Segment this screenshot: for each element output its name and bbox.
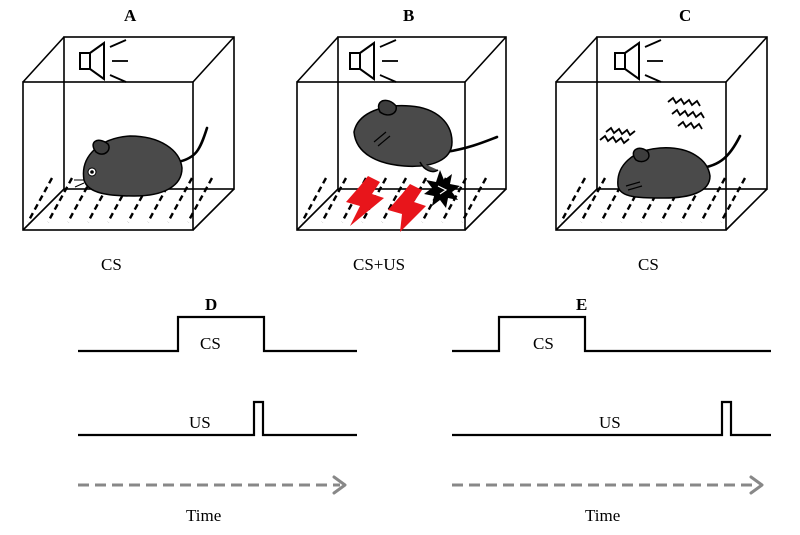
panel-b-caption: CS+US [353, 255, 405, 274]
panel-c-caption: CS [638, 255, 659, 274]
cs-signal-label: CS [533, 334, 554, 353]
panel-d-letter: D [205, 295, 217, 314]
trembling-lines-icon [599, 96, 705, 145]
time-axis-label: Time [186, 506, 221, 525]
floor-grid-a [26, 177, 214, 223]
cs-signal-trace [452, 315, 771, 353]
time-axis-label: Time [585, 506, 620, 525]
time-arrow-icon [78, 475, 347, 495]
cs-signal-trace [78, 315, 357, 353]
panel-e-letter: E [576, 295, 587, 314]
speaker-icon [614, 39, 663, 83]
panel-e: E CS US Time [452, 295, 771, 525]
panel-c-letter: C [679, 6, 691, 25]
mouse-icon [74, 126, 209, 197]
mouse-icon [353, 99, 499, 173]
floor-grid-b [300, 177, 488, 223]
us-signal-label: US [599, 413, 621, 432]
panel-d: D CS US Time [78, 295, 357, 525]
panel-a-letter: A [124, 6, 137, 25]
cage-c [555, 36, 768, 231]
panel-a: A [22, 6, 235, 274]
panel-a-caption: CS [101, 255, 122, 274]
panel-c: C [555, 6, 768, 274]
time-arrow-icon [452, 475, 764, 495]
shock-spark-icon [424, 170, 460, 208]
us-signal-trace [78, 400, 357, 437]
us-signal-label: US [189, 413, 211, 432]
us-signal-trace [452, 400, 771, 437]
speaker-icon [349, 39, 398, 83]
mouse-icon [617, 134, 742, 199]
cage-b [296, 36, 507, 231]
panel-b-letter: B [403, 6, 414, 25]
speaker-icon [79, 39, 128, 83]
panel-b: B [296, 6, 507, 274]
cs-signal-label: CS [200, 334, 221, 353]
lightning-bolt-icon [346, 176, 426, 232]
floor-grid-c [559, 177, 747, 223]
cage-a [22, 36, 235, 231]
